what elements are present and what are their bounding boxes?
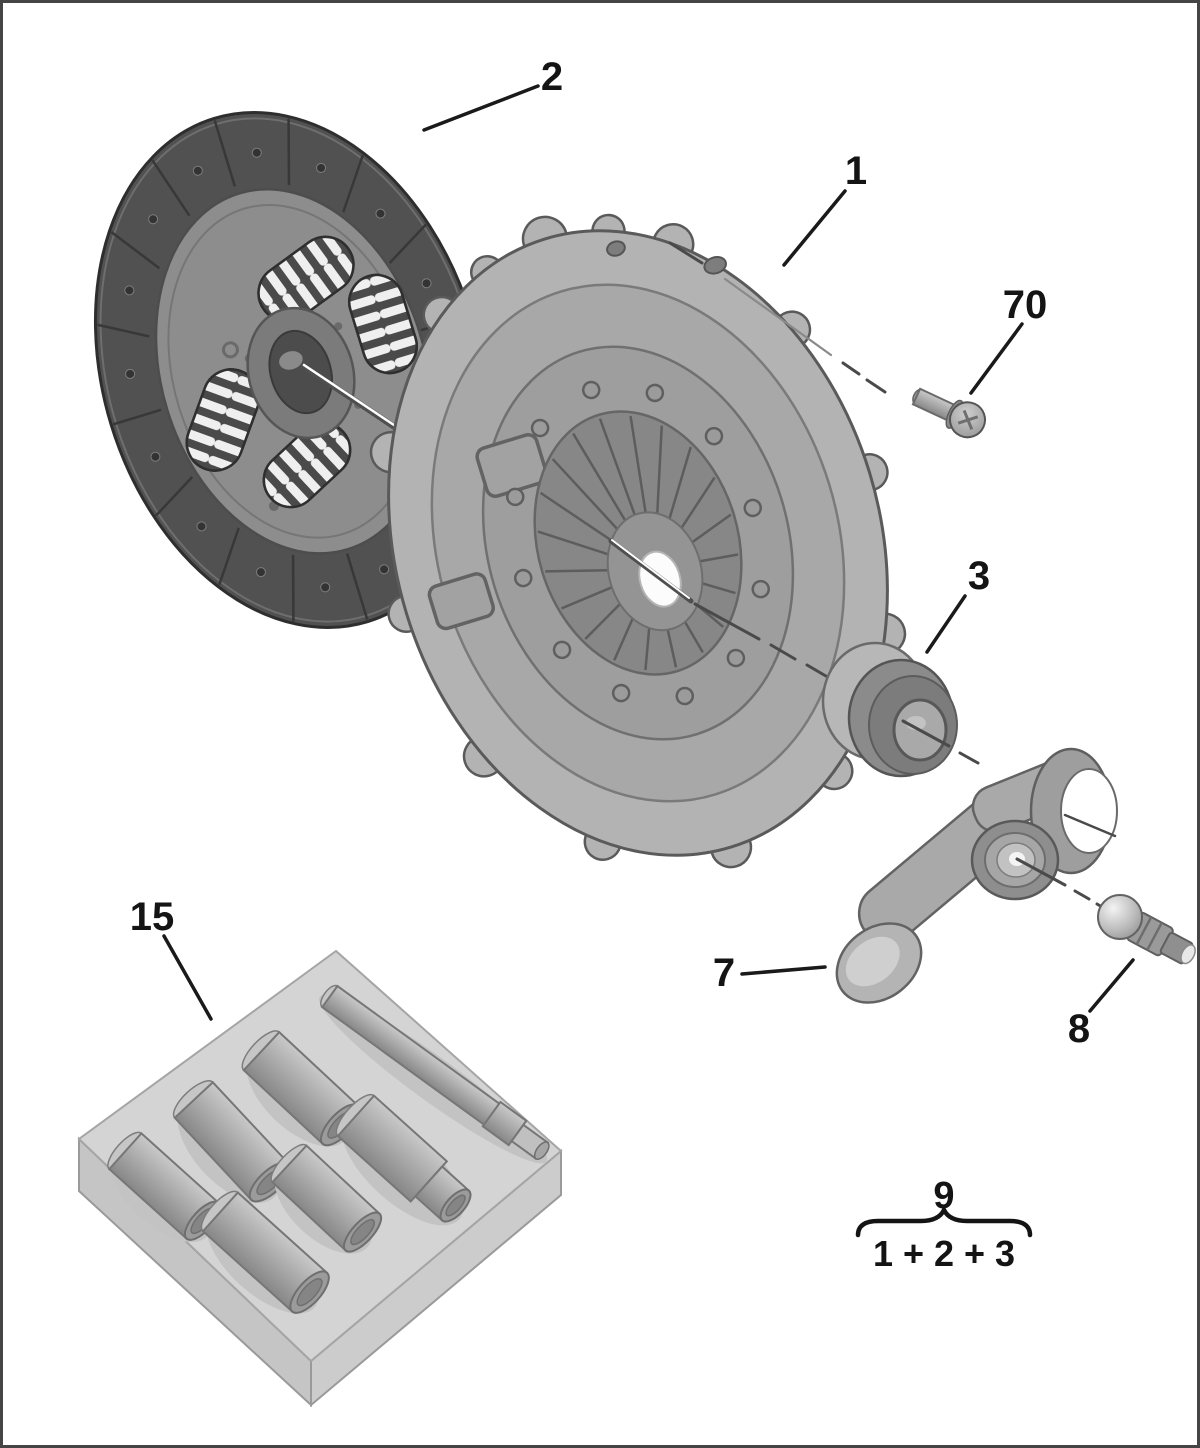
callout-clutch-disc: 2 [541,55,563,99]
callout-pressure-plate: 1 [845,149,867,193]
disc-spring-window [185,235,418,509]
axis-fork [901,719,980,765]
ball-stud [1097,894,1196,965]
kit-sleeve [270,1143,383,1254]
leader-lines [162,84,1135,1021]
exploded-view-drawing: 2 1 70 3 7 8 15 9 1 + 2 + 3 [77,55,1196,1408]
kit-note: 9 1 + 2 + 3 [855,1175,1033,1274]
axis-bolt-hole [668,241,887,394]
pressure-plate [369,213,907,869]
kit-note-label: 9 [933,1175,954,1217]
kit-note-brace [855,1204,1033,1238]
kit-guide-shaft [319,984,550,1164]
callout-release-fork: 7 [713,951,735,995]
callout-ball-stud: 8 [1068,1007,1090,1051]
kit-note-components: 1 + 2 + 3 [873,1233,1015,1274]
flywheel-bolt [911,387,987,439]
release-fork [835,747,1118,1004]
clutch-disc [93,111,489,629]
callout-sleeve-kit: 15 [130,895,175,939]
callout-release-bearing: 3 [968,554,990,598]
sleeve-kit-box [77,949,563,1408]
disc-hub [246,306,356,440]
callout-bolt: 70 [1003,283,1048,327]
kit-sleeve [200,1190,330,1314]
kit-sleeve-stepped [335,1093,472,1226]
